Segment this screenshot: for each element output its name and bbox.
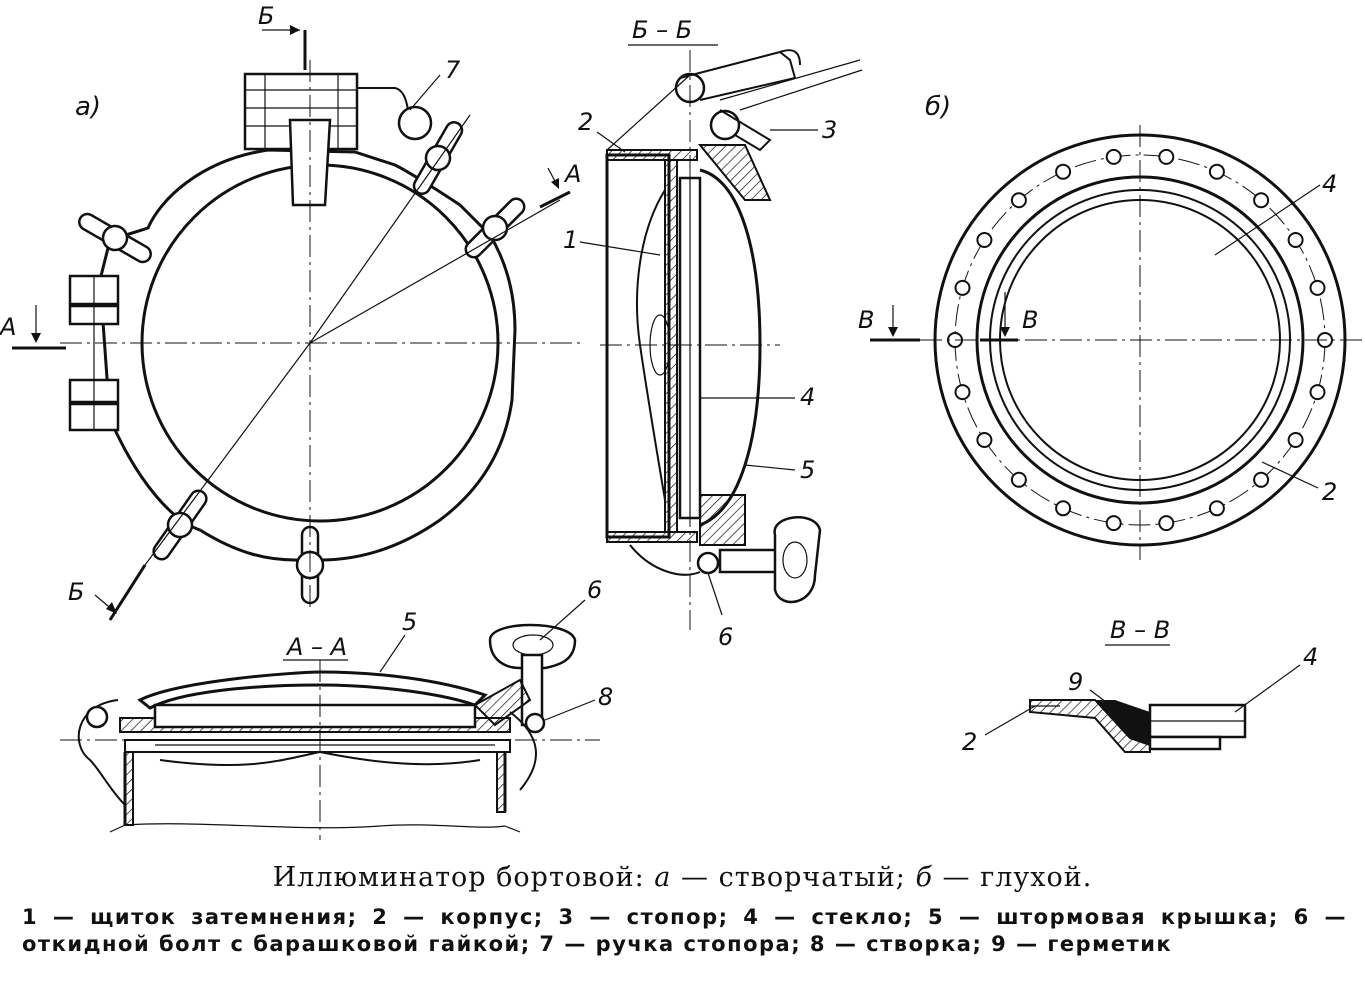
figure-legend: 1 — щиток затемнения; 2 — корпус; 3 — ст… — [22, 905, 1347, 956]
section-vv-sealant — [1095, 700, 1150, 745]
bolt-hole — [1158, 148, 1175, 165]
bolt-hole — [954, 384, 971, 401]
porthole-drawing: а) Б Б А А 7 Б – Б — [0, 2, 1365, 840]
bolt-hole — [1158, 515, 1175, 532]
section-bb: Б – Б 2 — [563, 16, 863, 651]
bolt-hole — [1309, 384, 1326, 401]
bolt-hole — [1055, 500, 1072, 517]
section-aa-title: А – А — [285, 633, 347, 661]
callout-9: 9 — [1068, 668, 1083, 696]
view-b-label: б) — [925, 92, 951, 122]
view-a-stopper-handle — [397, 105, 433, 141]
callout-4-bb: 4 — [800, 383, 815, 411]
caption-b-letter: б — [915, 862, 933, 893]
view-b-fixed-porthole: б) В В 4 2 — [858, 92, 1365, 560]
callout-2-vv: 2 — [962, 728, 977, 756]
section-aa-storm-cover — [137, 670, 488, 710]
section-vv: В – В 9 4 2 — [962, 616, 1318, 756]
callout-3: 3 — [822, 116, 837, 144]
cut-mark-b-bottom: Б — [68, 578, 84, 606]
cut-mark-a-left: А — [0, 313, 16, 341]
bolt-hole — [1010, 471, 1027, 488]
bolt-hole — [1105, 515, 1122, 532]
bolt-hole — [1253, 471, 1270, 488]
cut-mark-v-left: В — [858, 306, 874, 334]
cut-mark-v-right: В — [1022, 306, 1038, 334]
section-aa-wing-nut — [488, 623, 577, 670]
section-aa: А – А 5 6 8 — [60, 576, 613, 840]
section-aa-hinge-pin — [85, 705, 109, 729]
bolt-hole — [1055, 163, 1072, 180]
callout-2-b: 2 — [1322, 478, 1337, 506]
callout-8: 8 — [598, 683, 613, 711]
bolt-hole — [976, 232, 993, 248]
bolt-hole — [954, 279, 971, 296]
callout-5-aa: 5 — [402, 608, 417, 636]
caption-b-text: — глухой. — [942, 862, 1093, 893]
view-a-hinge-stem — [288, 118, 332, 207]
cut-mark-a-right: А — [563, 160, 581, 188]
callout-1: 1 — [563, 226, 578, 254]
bolt-hole — [1105, 148, 1122, 165]
view-a-flange-outline — [98, 148, 517, 562]
section-vv-body — [1029, 699, 1151, 753]
callout-6-bb: 6 — [718, 623, 733, 651]
callout-7: 7 — [445, 56, 461, 84]
section-bb-wing-nut — [773, 516, 822, 604]
section-bb-bolt-pivot — [696, 551, 720, 575]
section-bb-body — [605, 153, 671, 539]
callout-5-bb: 5 — [800, 456, 815, 484]
bolt-hole — [1208, 500, 1225, 517]
view-a-left-knuckles — [68, 274, 120, 432]
callout-4-b: 4 — [1322, 170, 1337, 198]
view-a-hinged-porthole: а) Б Б А А 7 — [0, 2, 581, 621]
section-bb-title: Б – Б — [632, 16, 692, 44]
section-vv-title: В – В — [1110, 616, 1170, 644]
bolt-hole — [1253, 192, 1270, 209]
callout-4-vv: 4 — [1303, 643, 1318, 671]
bolt-hole — [1287, 232, 1304, 248]
bolt-hole — [1309, 279, 1326, 296]
cut-mark-b-top: Б — [258, 2, 274, 30]
bolt-hole — [1010, 192, 1027, 209]
section-bb-storm-cover — [699, 168, 762, 527]
section-aa-bolt-pivot — [524, 712, 546, 734]
bolt-hole — [976, 432, 993, 448]
bolt-hole — [1287, 432, 1304, 448]
caption-a-letter: а — [654, 862, 672, 893]
callout-6-aa: 6 — [587, 576, 602, 604]
caption-title: Иллюминатор бортовой: — [272, 862, 645, 893]
caption-a-text: — створчатый; — [680, 862, 906, 893]
bolt-hole — [1208, 163, 1225, 180]
view-a-label: а) — [75, 92, 101, 122]
figure-caption: Иллюминатор бортовой: а — створчатый; б … — [0, 862, 1365, 893]
callout-2-bb: 2 — [578, 108, 593, 136]
